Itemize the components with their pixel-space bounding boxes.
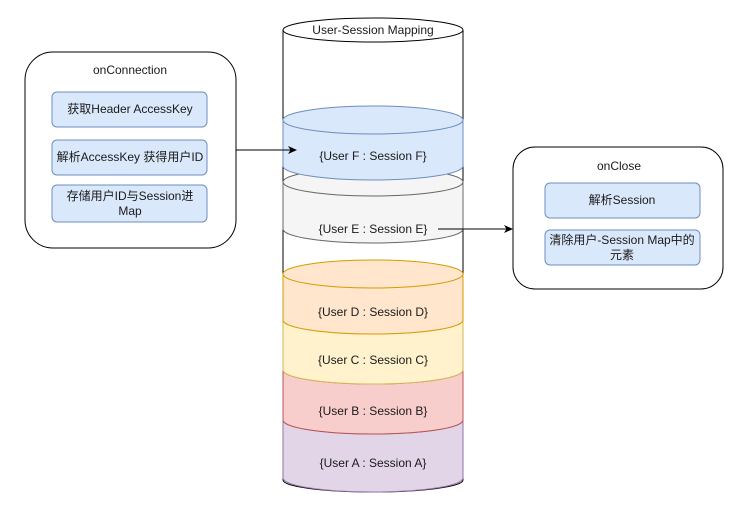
session-entries: {User A : Session A} {User B : Session B}…: [282, 105, 464, 493]
on-close-title: onClose: [597, 159, 641, 173]
on-connection-title: onConnection: [93, 63, 167, 77]
session-entry-label: {User B : Session B}: [319, 404, 428, 418]
session-entry-body: [282, 182, 464, 244]
step-get-header-accesskey-text: 获取Header AccessKey: [67, 102, 192, 116]
step-remove-element: [544, 229, 701, 266]
step-remove-element-text-2: 元素: [610, 248, 634, 262]
step-parse-session-text: 解析Session: [589, 193, 656, 207]
session-entry-label: {User D : Session D}: [318, 305, 428, 319]
session-entry-user-c: {User C : Session C}: [282, 319, 464, 385]
cylinder-top: [282, 17, 464, 43]
step-parse-accesskey: [51, 139, 208, 176]
session-entry-top: [282, 259, 464, 289]
step-remove-element-text-1: 清除用户-Session Map中的: [549, 232, 694, 247]
session-entry-label: {User E : Session E}: [319, 222, 428, 236]
session-entry-label: {User F : Session F}: [319, 149, 426, 163]
step-get-header-accesskey: [51, 91, 208, 128]
session-entry-user-b: {User B : Session B}: [282, 369, 464, 435]
step-store-user-session-text-2: Map: [118, 204, 142, 218]
session-entry-label: {User A : Session A}: [320, 456, 427, 470]
session-entry-body: [282, 274, 464, 335]
session-entry-user-d: {User D : Session D}: [282, 259, 464, 335]
step-parse-accesskey-text: 解析AccessKey 获得用户ID: [57, 149, 204, 164]
on-connection-group: onConnection 获取Header AccessKey 解析Access…: [24, 51, 237, 249]
step-store-user-session-text-1: 存储用户ID与Session进: [67, 188, 194, 203]
session-entry-body: [282, 120, 464, 181]
session-entry-user-f: {User F : Session F}: [282, 105, 464, 181]
step-parse-session: [544, 182, 701, 219]
session-entry-label: {User C : Session C}: [318, 353, 428, 367]
cylinder-title: User-Session Mapping: [312, 23, 433, 37]
step-store-user-session: [51, 184, 208, 223]
on-close-group: onClose 解析Session 清除用户-Session Map中的 元素: [512, 146, 724, 290]
session-entry-top: [282, 105, 464, 135]
